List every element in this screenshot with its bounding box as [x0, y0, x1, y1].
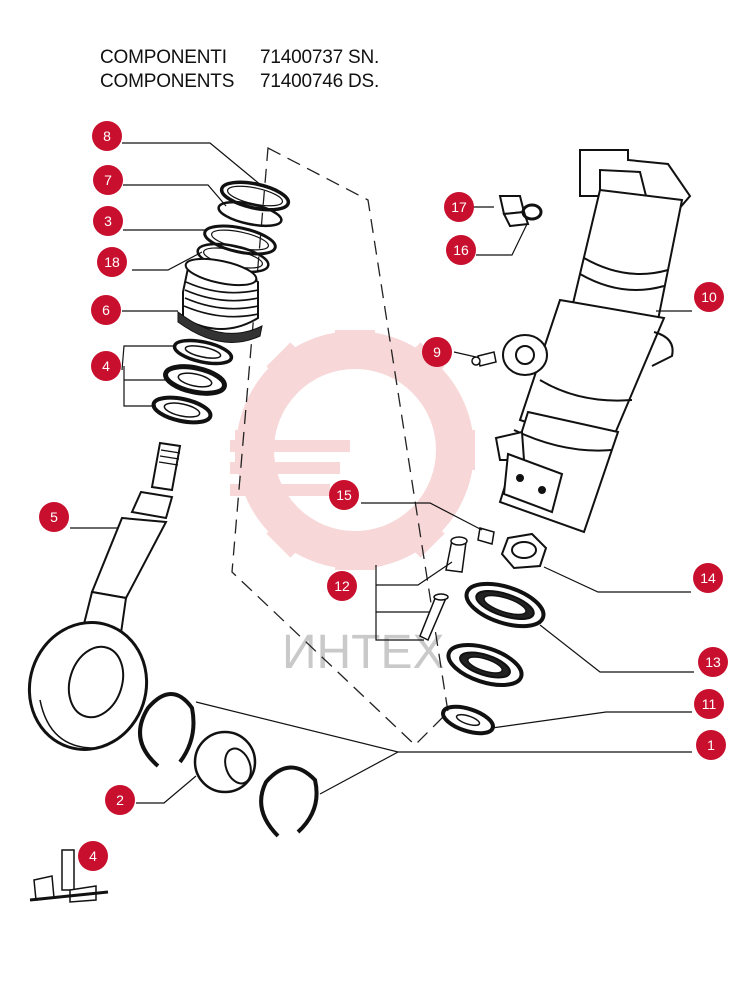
callout-13: 13	[698, 647, 728, 677]
callout-11: 11	[694, 689, 724, 719]
callout-label: 14	[700, 570, 716, 586]
cylinder-body-10	[494, 149, 692, 534]
callout-label: 10	[701, 289, 717, 305]
ball-joint-2	[193, 730, 257, 794]
callout-label: 4	[102, 358, 110, 374]
callout-label: 13	[705, 654, 721, 670]
header-label-italian: COMPONENTI	[100, 47, 227, 68]
callout-label: 7	[104, 172, 112, 188]
bearing-13	[464, 581, 546, 629]
callout-10: 10	[694, 282, 724, 312]
callout-label: 8	[103, 128, 111, 144]
leader-lines	[70, 142, 694, 804]
callout-3: 3	[93, 206, 123, 236]
callout-6: 6	[91, 295, 121, 325]
callout-9: 9	[422, 337, 452, 367]
callout-5: 5	[39, 502, 69, 532]
watermark-text: ИНТЕХ	[282, 626, 445, 679]
callout-15: 15	[329, 480, 359, 510]
callout-label: 6	[102, 302, 110, 318]
grub-screw-15	[477, 527, 495, 545]
header-code-sn: 71400737 SN.	[260, 47, 380, 68]
washer-16	[521, 203, 543, 221]
callout-label: 5	[50, 509, 58, 525]
callout-4: 4	[91, 351, 121, 381]
nut-14	[500, 532, 548, 570]
circlip-1b	[259, 765, 319, 838]
seal-ring-4b	[163, 364, 227, 396]
callout-label: 15	[336, 487, 352, 503]
callout-label: 17	[451, 199, 467, 215]
snap-ring-8	[219, 180, 291, 212]
pin-12a	[445, 536, 468, 573]
callout-label: 16	[453, 242, 469, 258]
callout-label: 4	[89, 848, 97, 864]
watermark-gear-logo	[230, 330, 475, 570]
threaded-bush-6	[177, 257, 263, 343]
callout-12: 12	[327, 571, 357, 601]
callout-kit-4: 4	[78, 841, 108, 871]
callout-2: 2	[105, 785, 135, 815]
callout-label: 18	[104, 254, 120, 270]
callout-17: 17	[444, 192, 474, 222]
callout-18: 18	[97, 247, 127, 277]
callout-label: 12	[334, 578, 350, 594]
o-ring-7	[217, 200, 283, 228]
callout-7: 7	[93, 165, 123, 195]
callout-1: 1	[696, 730, 726, 760]
circlip-1a	[138, 692, 196, 768]
callout-label: 9	[433, 344, 441, 360]
callout-16: 16	[446, 235, 476, 265]
grease-nipple-9	[471, 351, 497, 367]
callout-14: 14	[693, 563, 723, 593]
callout-label: 3	[104, 213, 112, 229]
pin-12b	[419, 593, 449, 642]
bearing-race-13	[446, 643, 524, 687]
callout-label: 2	[116, 792, 124, 808]
washer-11	[441, 704, 495, 736]
kit-icon	[29, 849, 109, 903]
callout-8: 8	[92, 121, 122, 151]
piston-rod-5	[27, 441, 182, 751]
seal-ring-4c	[151, 395, 213, 425]
callout-label: 11	[702, 696, 717, 712]
callout-label: 1	[707, 737, 715, 753]
header-label-english: COMPONENTS	[100, 71, 235, 92]
dashed-boundary	[231, 146, 449, 746]
header-code-ds: 71400746 DS.	[260, 71, 380, 92]
screw-17	[498, 195, 530, 228]
